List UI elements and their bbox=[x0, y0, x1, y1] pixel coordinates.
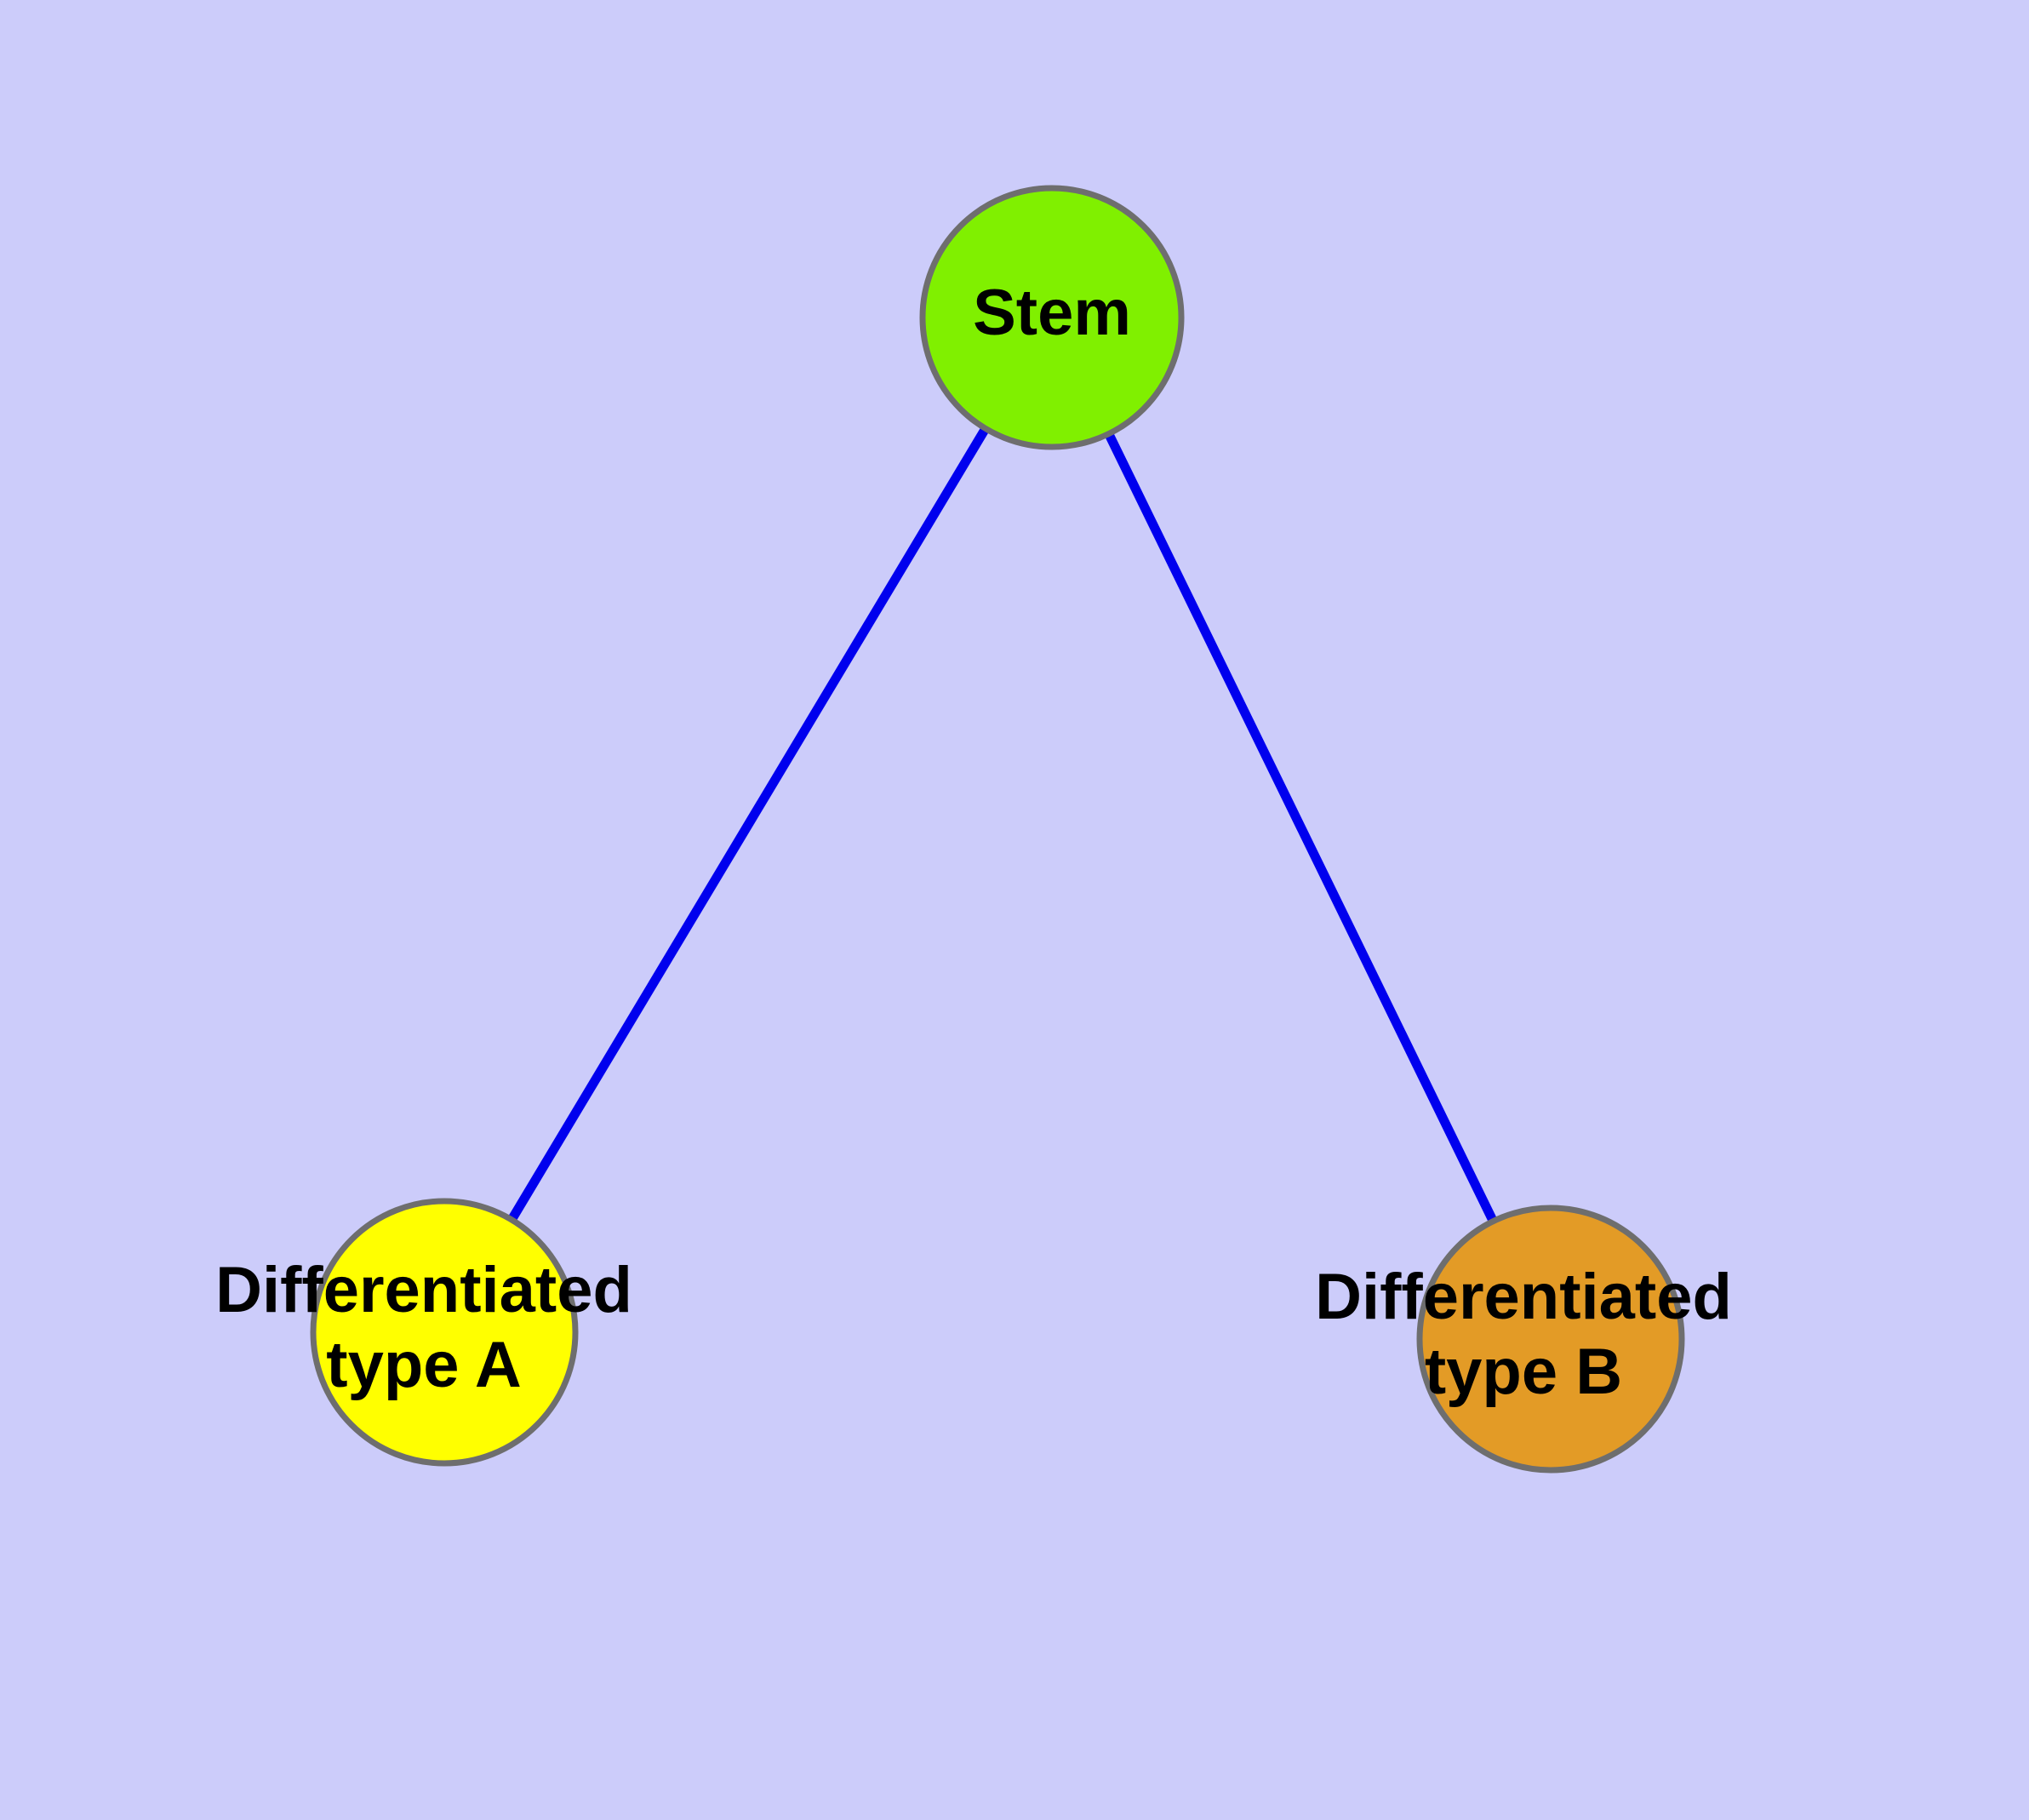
node-label-line: Differentiated bbox=[1315, 1261, 1732, 1333]
edge-stem-to-differentiated-type-b[interactable] bbox=[1048, 315, 1555, 1342]
nodes-layer bbox=[310, 185, 1685, 1474]
node-label-line: Stem bbox=[973, 277, 1131, 349]
edge-stem-to-differentiated-type-a[interactable] bbox=[440, 315, 1056, 1335]
node-differentiated-type-b[interactable] bbox=[1416, 1205, 1685, 1474]
edges-layer bbox=[440, 315, 1555, 1342]
node-differentiated-type-b-circle[interactable] bbox=[1416, 1205, 1685, 1474]
node-differentiated-type-a[interactable] bbox=[310, 1198, 579, 1467]
node-label-line: type B bbox=[1425, 1336, 1622, 1408]
node-stem[interactable] bbox=[919, 185, 1185, 450]
node-stem-circle[interactable] bbox=[919, 185, 1185, 450]
node-label-line: Differentiated bbox=[215, 1254, 632, 1326]
node-differentiated-type-a-circle[interactable] bbox=[310, 1198, 579, 1467]
node-label-stem: Stem bbox=[973, 277, 1131, 349]
node-label-line: type A bbox=[326, 1329, 521, 1401]
